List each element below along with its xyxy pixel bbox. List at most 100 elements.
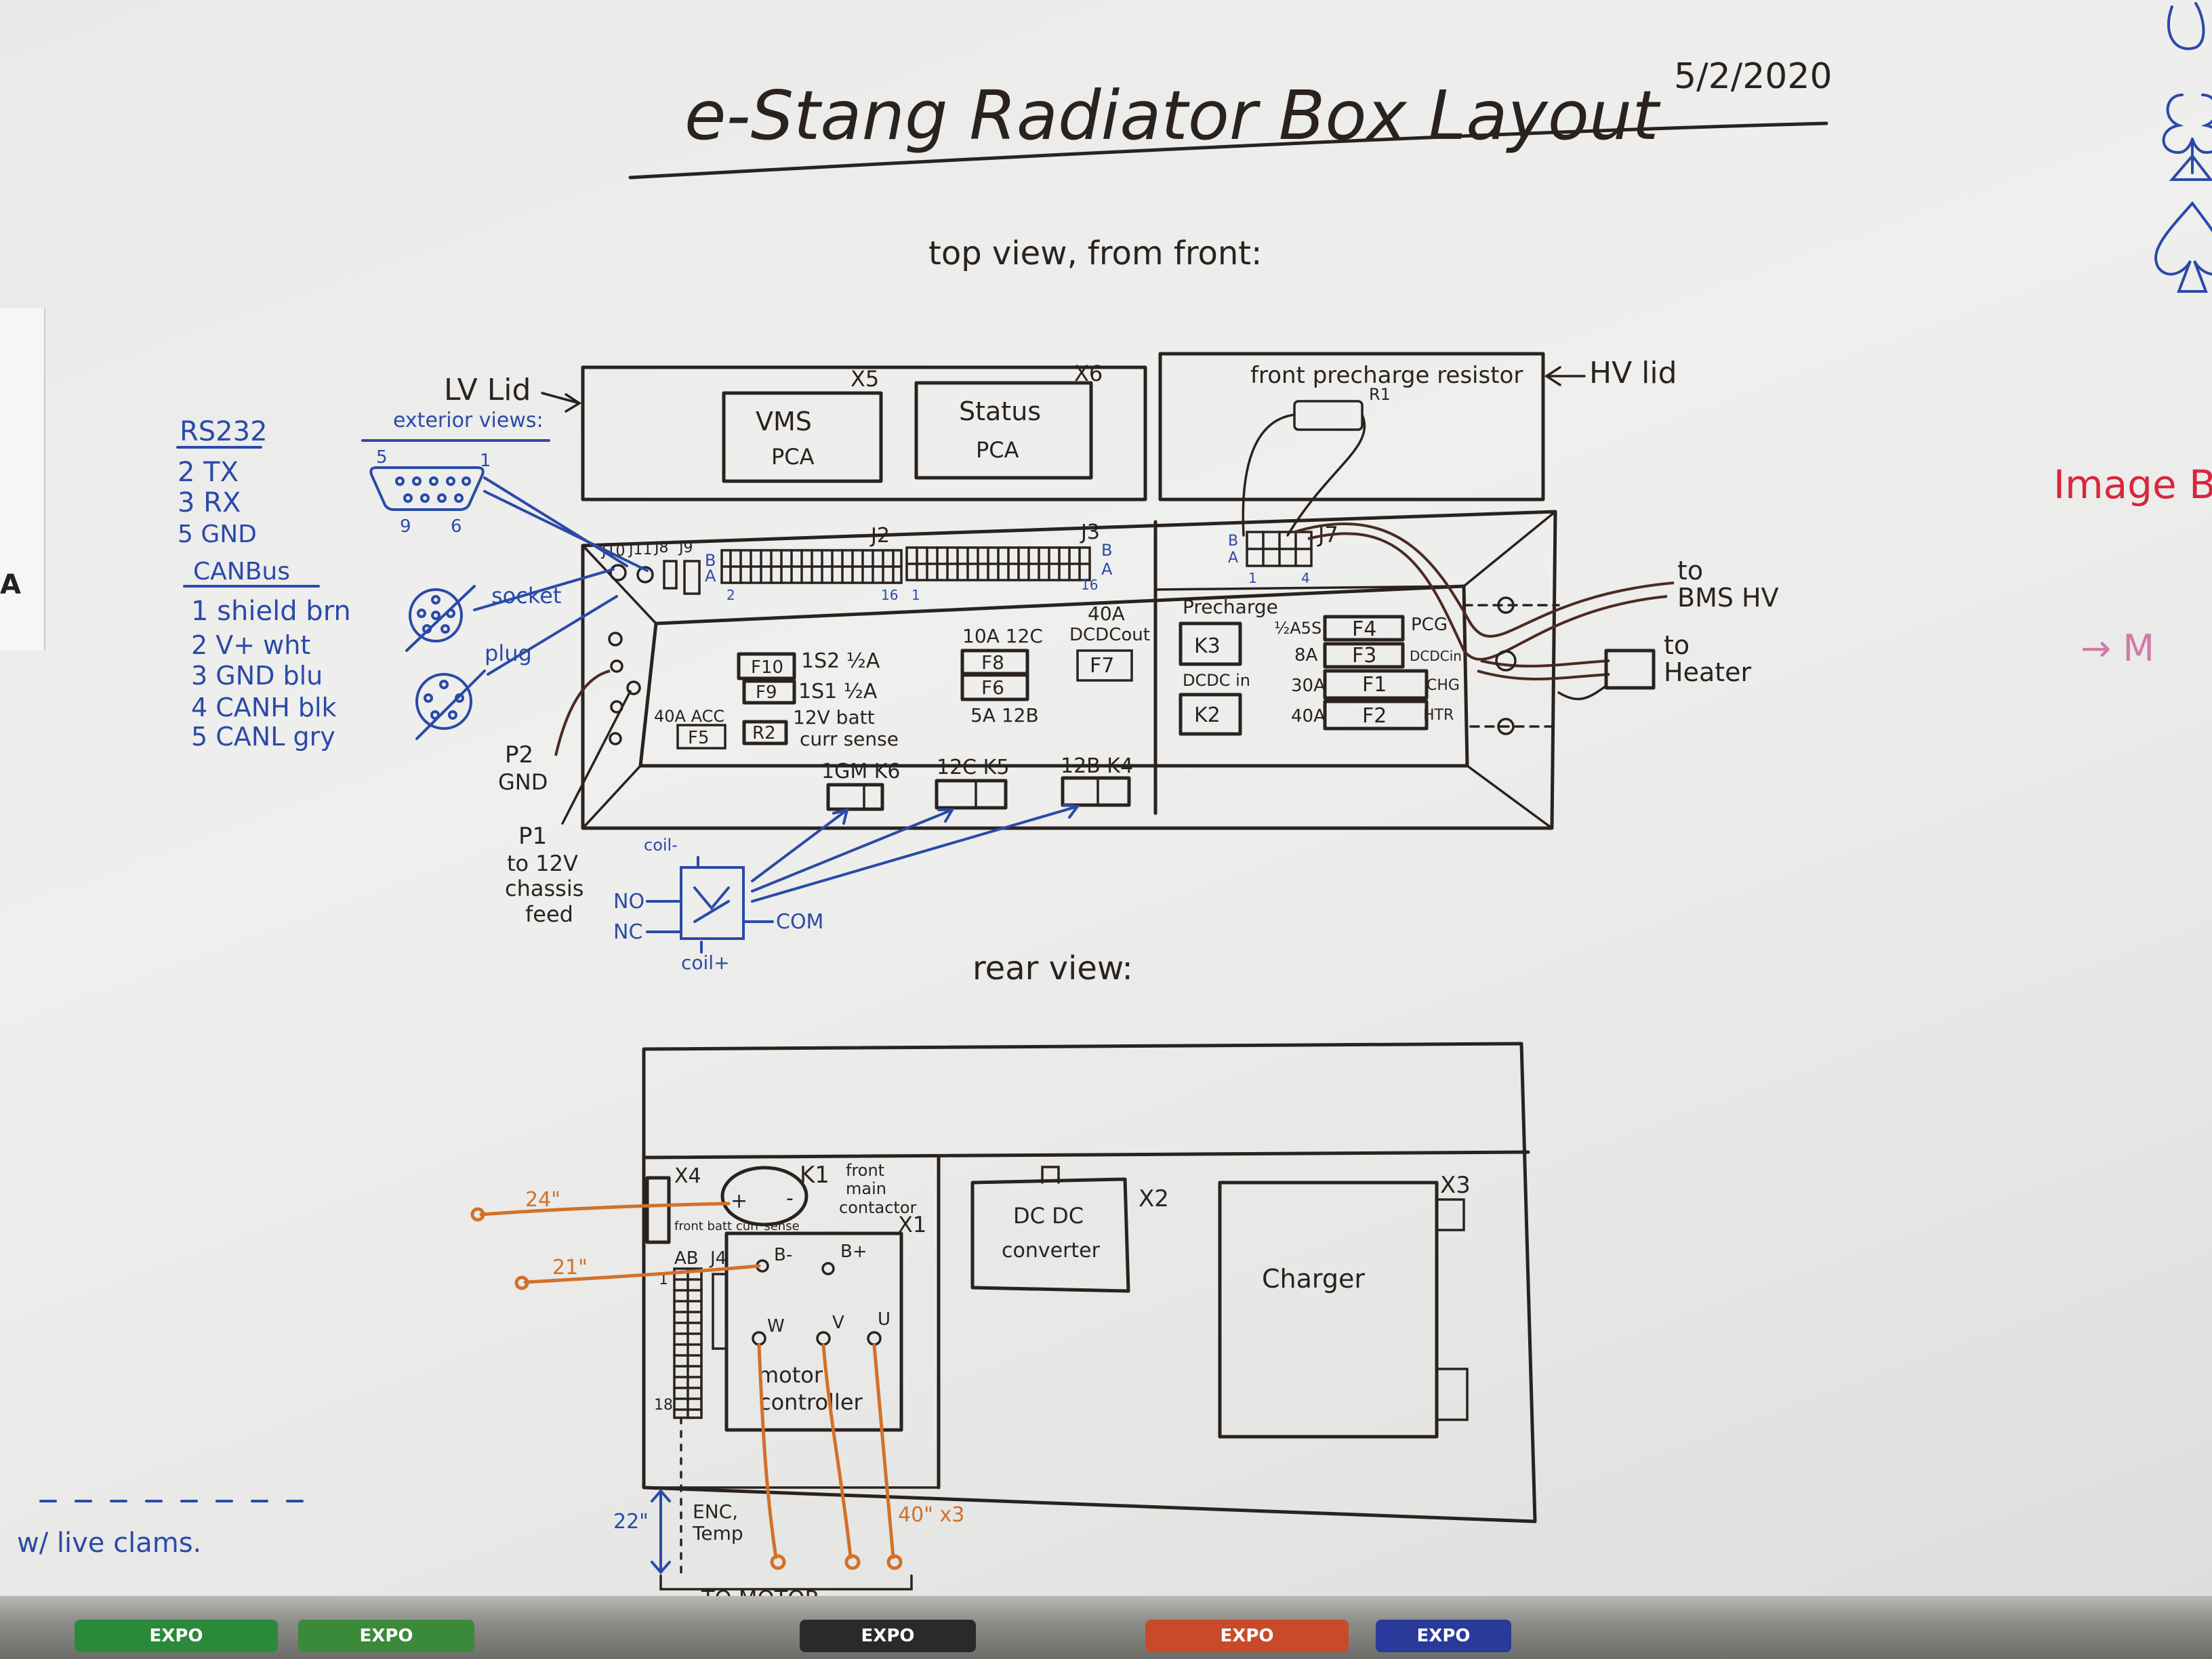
db9-pin-5: 5 bbox=[376, 447, 388, 468]
vms-pca-text-1: VMS bbox=[756, 407, 812, 436]
precharge-resistor-lead-1 bbox=[1242, 413, 1296, 537]
relay-k5-label: 12C K5 bbox=[937, 756, 1009, 779]
main-box-bevel-br bbox=[1466, 764, 1553, 830]
arrow-m-note: → M bbox=[2081, 627, 2154, 670]
x4-box bbox=[645, 1176, 671, 1244]
fuse-f2-desc: HTR bbox=[1423, 707, 1454, 724]
fuse-f2-label: F2 bbox=[1362, 704, 1387, 728]
top-view-heading: top view, from front: bbox=[928, 234, 1262, 272]
j2-label: J2 bbox=[869, 524, 890, 548]
w-label: W bbox=[767, 1316, 785, 1336]
enc-label-1: ENC, bbox=[693, 1500, 738, 1523]
j7-pin-4: 4 bbox=[1301, 570, 1310, 586]
main-box-bevel-tr bbox=[1462, 510, 1557, 588]
can-plug-pins bbox=[424, 680, 464, 720]
relay-k4 bbox=[1061, 776, 1131, 807]
v-label: V bbox=[832, 1313, 844, 1333]
db9-to-j11-line bbox=[483, 490, 649, 572]
u-label: U bbox=[878, 1309, 890, 1330]
precharge-resistor-label: front precharge resistor bbox=[1250, 362, 1523, 389]
cable-40in-label: 40" x3 bbox=[898, 1503, 964, 1527]
fuse-f3-desc: DCDCin bbox=[1410, 648, 1462, 664]
fuse-f4-desc: PCG bbox=[1411, 615, 1448, 635]
p1-lead bbox=[561, 690, 632, 825]
db9-pin-6: 6 bbox=[451, 516, 462, 537]
hv-lid-arrow bbox=[1544, 366, 1586, 386]
to-heater-label-2: Heater bbox=[1664, 657, 1752, 687]
cable-v-lug bbox=[844, 1554, 861, 1570]
p1-label-2: to 12V bbox=[507, 851, 578, 876]
relay-detail-to-k4 bbox=[751, 804, 1080, 903]
rs232-row-3: 5 GND bbox=[178, 520, 257, 548]
rear-box-outer bbox=[642, 1042, 1537, 1523]
fuse-f3 bbox=[1323, 642, 1405, 669]
fuse-f10-desc: 1S2 ½A bbox=[801, 649, 880, 673]
rear-box-lid-line bbox=[642, 1150, 1530, 1160]
p2-lead bbox=[554, 670, 611, 756]
canbus-row-1: 1 shield brn bbox=[191, 596, 351, 627]
exterior-views-label: exterior views: bbox=[393, 409, 544, 432]
cable-24in-label: 24" bbox=[525, 1188, 560, 1212]
lv-lid-box bbox=[581, 365, 1147, 501]
vms-pca-box bbox=[722, 391, 883, 483]
cable-21in bbox=[523, 1264, 761, 1284]
u-terminal bbox=[867, 1331, 882, 1346]
relay-no: NO bbox=[613, 890, 644, 914]
cable-u-lug bbox=[886, 1554, 903, 1570]
heater-connector bbox=[1604, 649, 1656, 690]
relay-coil-plus: coil+ bbox=[681, 951, 730, 974]
k1-desc-3: contactor bbox=[839, 1198, 916, 1217]
can-plug-strike bbox=[415, 670, 486, 740]
v-terminal bbox=[816, 1331, 831, 1346]
charger-port-bottom bbox=[1435, 1368, 1469, 1421]
dim-22in-label: 22" bbox=[613, 1510, 649, 1534]
x1-label: X1 bbox=[898, 1212, 926, 1237]
wall-hole-1 bbox=[608, 632, 623, 647]
to-heater-label-1: to bbox=[1664, 630, 1689, 660]
j8-label: J8 bbox=[653, 539, 669, 556]
fuse-f1 bbox=[1323, 669, 1429, 700]
fuse-f5 bbox=[676, 724, 726, 750]
status-pca-text-2: PCA bbox=[976, 437, 1019, 463]
marker-1[interactable]: EXPO bbox=[75, 1620, 278, 1652]
diagram-date: 5/2/2020 bbox=[1674, 56, 1832, 97]
hv-lid-label: HV lid bbox=[1589, 356, 1677, 390]
status-pca-box bbox=[914, 381, 1093, 480]
marker-3[interactable]: EXPO bbox=[800, 1620, 976, 1652]
j7-pins bbox=[1246, 531, 1313, 567]
rear-view-heading: rear view: bbox=[972, 949, 1133, 987]
can-socket bbox=[409, 588, 463, 642]
wall-hole-5 bbox=[609, 732, 622, 745]
fuse-f1-label: F1 bbox=[1362, 673, 1387, 697]
j4-ab-label: AB bbox=[674, 1248, 699, 1269]
canbus-row-5: 5 CANL gry bbox=[191, 722, 335, 752]
j4-pin-18: 18 bbox=[654, 1397, 673, 1414]
marker-4[interactable]: EXPO bbox=[1145, 1620, 1349, 1652]
diagram-title: e-Stang Radiator Box Layout bbox=[684, 76, 1661, 155]
fuse-f5-label: F5 bbox=[688, 728, 710, 748]
relay-k2 bbox=[1179, 693, 1242, 736]
to-bms-hv-label-1: to bbox=[1677, 556, 1703, 586]
dcdc-text-2: converter bbox=[1002, 1239, 1101, 1263]
db9-pin-1: 1 bbox=[480, 451, 491, 471]
relay-detail-to-k6 bbox=[751, 808, 849, 882]
fuse-f8-rating: 10A 12C bbox=[962, 625, 1043, 647]
fuse-f6 bbox=[960, 673, 1029, 701]
k1-minus: - bbox=[786, 1187, 794, 1210]
j3-a-label: A bbox=[1101, 560, 1113, 579]
fuse-f8-label: F8 bbox=[981, 651, 1004, 674]
j9-label: J9 bbox=[678, 539, 693, 556]
dcdc-text-1: DC DC bbox=[1013, 1203, 1084, 1229]
fuse-f10-label: F10 bbox=[751, 657, 783, 678]
fuse-f7 bbox=[1076, 649, 1133, 682]
live-clams-note: w/ live clams. bbox=[17, 1528, 201, 1559]
j3-b-label: B bbox=[1101, 541, 1112, 560]
charger-label: Charger bbox=[1262, 1264, 1365, 1294]
marker-2[interactable]: EXPO bbox=[298, 1620, 474, 1652]
to-bms-hv-label-2: BMS HV bbox=[1677, 583, 1779, 613]
marker-5[interactable]: EXPO bbox=[1376, 1620, 1511, 1652]
to-motor-bracket bbox=[659, 1574, 913, 1591]
title-underline bbox=[628, 121, 1828, 180]
x6-label: X6 bbox=[1074, 361, 1103, 386]
